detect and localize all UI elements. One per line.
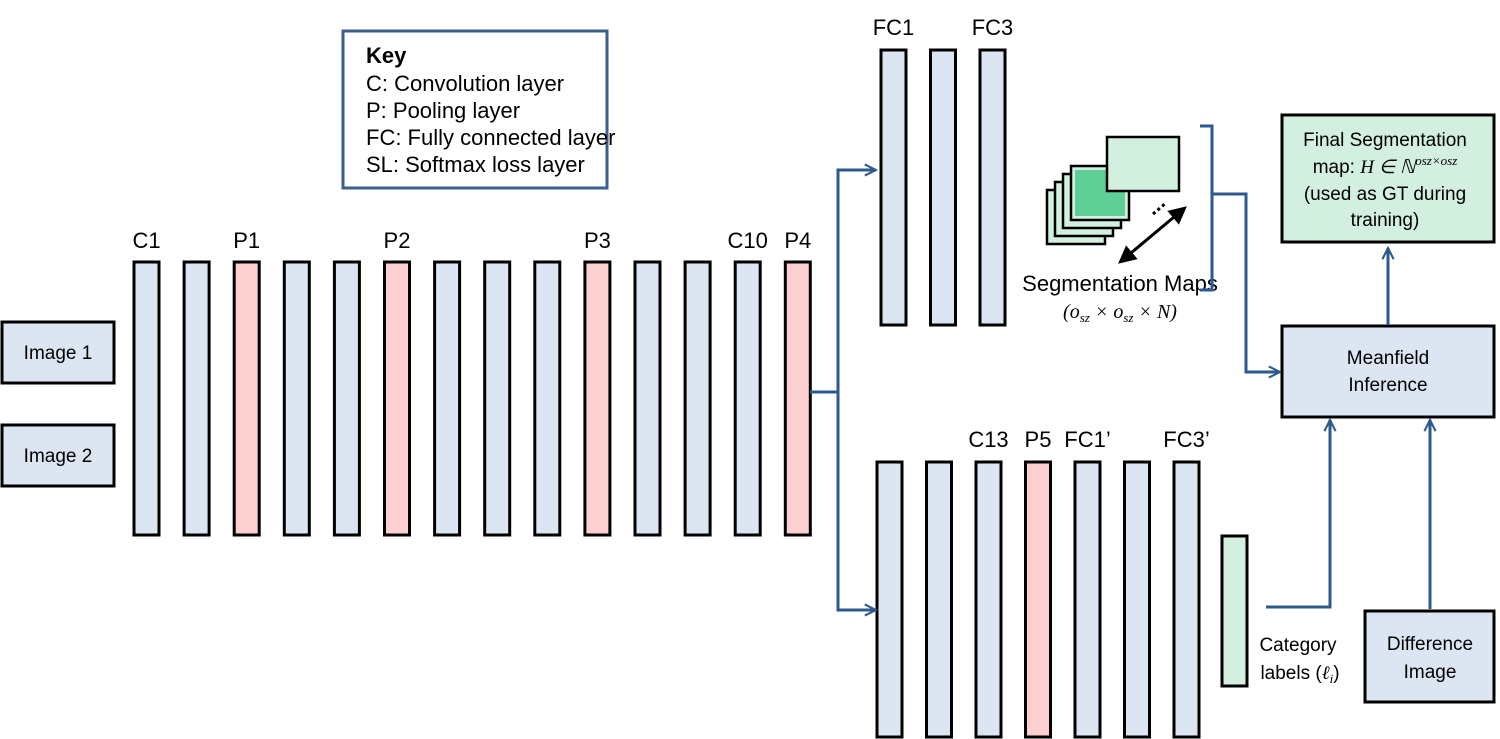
final-seg-line1: Final Segmentation <box>1303 130 1467 151</box>
difference-line2: Image <box>1404 662 1457 683</box>
bottom_branch-layer-conv <box>925 460 953 739</box>
main_stack-layer-label: C10 <box>728 228 768 253</box>
main_stack-layer-conv <box>282 260 311 537</box>
meanfield-inference-box: Meanfield Inference <box>1280 324 1496 419</box>
arrow-to-bottom-branch <box>836 392 876 610</box>
main_stack-layer-conv <box>733 260 762 537</box>
main-layer-stack: C1 P1 P2 P3 C10 P4 <box>132 228 812 537</box>
bottom-branch-stack: C13 P5 FC1’ FC3’ <box>875 427 1210 739</box>
seg-maps-label: Segmentation Maps <box>1022 271 1218 296</box>
bottom_branch-layer-conv <box>1172 460 1201 739</box>
main_stack-layer-conv <box>332 260 361 537</box>
main_stack-layer-conv <box>132 260 161 537</box>
input-image-1: Image 1 <box>0 320 116 385</box>
seg-dots <box>1152 201 1167 216</box>
top_branch-layer-label: FC1 <box>873 15 915 40</box>
main_stack-layer-conv <box>182 260 211 537</box>
main_stack-layer-pool <box>383 260 411 537</box>
arrow-to-top-branch <box>836 170 876 392</box>
main_stack-layer-label: P1 <box>233 228 260 253</box>
bottom_branch-layer-label: C13 <box>968 427 1008 452</box>
meanfield-line2: Inference <box>1348 375 1427 396</box>
meanfield-line1: Meanfield <box>1347 348 1429 369</box>
final-seg-line2: map: H ∈ ℕosz×osz <box>1313 153 1458 178</box>
seg-maps-dims: (osz × osz × N) <box>1063 301 1177 325</box>
final-seg-line3: (used as GT during <box>1304 184 1466 205</box>
main_stack-layer-pool <box>232 260 261 537</box>
difference-image-box: Difference Image <box>1363 609 1496 704</box>
key-line-fc: FC: Fully connected layer <box>366 125 615 150</box>
branch-arrows <box>810 170 876 610</box>
arrow-seg-to-meanfield <box>1212 192 1280 372</box>
bottom_branch-layer-conv <box>875 460 904 739</box>
key-title: Key <box>366 43 407 68</box>
main_stack-layer-pool <box>583 260 612 537</box>
input-image-2: Image 2 <box>0 423 116 488</box>
top_branch-layer-conv <box>879 48 908 327</box>
main_stack-layer-pool <box>783 260 812 537</box>
bottom_branch-layer-conv <box>1073 460 1102 739</box>
final-segmentation-box: Final Segmentation map: H ∈ ℕosz×osz (us… <box>1280 113 1496 244</box>
main_stack-layer-label: C1 <box>132 228 160 253</box>
main_stack-layer-conv <box>483 260 512 537</box>
bottom_branch-layer-label: FC3’ <box>1163 427 1209 452</box>
bottom_branch-layer-conv <box>974 460 1003 739</box>
category-line1: Category <box>1259 635 1337 656</box>
main_stack-layer-conv <box>633 260 662 537</box>
final-seg-line4: training) <box>1351 210 1420 231</box>
bottom_branch-layer-pool <box>1024 460 1052 739</box>
seg-bracket <box>1200 124 1214 292</box>
seg-depth-arrow <box>1118 206 1187 264</box>
category-labels: Category labels (ℓi) <box>1220 534 1340 688</box>
arrow-category-to-meanfield <box>1266 420 1330 609</box>
bottom_branch-layer-conv <box>1123 460 1151 739</box>
main_stack-layer-conv <box>533 260 562 537</box>
top-branch-stack: FC1 FC3 <box>873 15 1014 327</box>
key-line-sl: SL: Softmax loss layer <box>366 152 585 177</box>
segmentation-maps: Segmentation Maps (osz × osz × N) <box>1022 135 1218 325</box>
bottom_branch-layer-label: P5 <box>1025 427 1052 452</box>
input-image-2-label: Image 2 <box>24 446 93 467</box>
seg-bracket-arrow <box>1200 124 1280 372</box>
main_stack-layer-label: P4 <box>784 228 811 253</box>
main_stack-layer-label: P3 <box>584 228 611 253</box>
input-image-1-label: Image 1 <box>24 343 93 364</box>
difference-line1: Difference <box>1387 634 1473 655</box>
top_branch-layer-label: FC3 <box>972 15 1014 40</box>
key-line-conv: C: Convolution layer <box>366 71 564 96</box>
top_branch-layer-conv <box>978 48 1007 327</box>
main_stack-layer-label: P2 <box>384 228 411 253</box>
bottom_branch-layer-label: FC1’ <box>1064 427 1110 452</box>
main_stack-layer-conv <box>433 260 462 537</box>
main_stack-layer-conv <box>683 260 712 537</box>
key-line-pool: P: Pooling layer <box>366 98 520 123</box>
top_branch-layer-conv <box>929 48 957 327</box>
key-box: Key C: Convolution layer P: Pooling laye… <box>341 29 615 190</box>
category-line2: labels (ℓi) <box>1260 663 1339 686</box>
